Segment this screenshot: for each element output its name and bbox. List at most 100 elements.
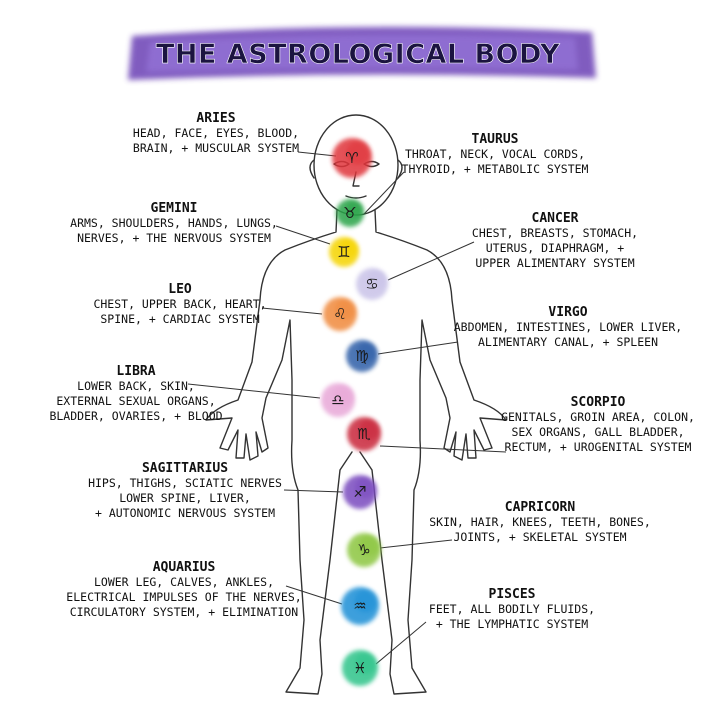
libra-body-parts-line: BLADDER, OVARIES, + BLOOD (49, 409, 222, 423)
capricorn-body-parts-line: JOINTS, + SKELETAL SYSTEM (453, 530, 626, 544)
sagittarius-glyph-icon: ♐ (353, 483, 366, 501)
sign-markers: ♈ ♉ ♊ ♋ ♌ ♍ ♎ ♏ ♐ ♑ ♒ ♓ (321, 138, 388, 686)
leo-body-parts-line: SPINE, + CARDIAC SYSTEM (100, 312, 259, 326)
capricorn-leader-line (379, 539, 453, 549)
sagittarius-color-blob-highlight (354, 477, 376, 498)
virgo-glyph-icon: ♍ (355, 347, 368, 365)
gemini-leader-line (275, 225, 331, 245)
aquarius-color-blob-highlight (354, 589, 378, 613)
virgo-marker: ♍ (346, 340, 378, 372)
capricorn-marker: ♑ (347, 533, 381, 567)
sagittarius-body-parts-line: LOWER SPINE, LIVER, (119, 491, 251, 505)
capricorn-body-parts-line: SKIN, HAIR, KNEES, TEETH, BONES, (429, 515, 651, 529)
capricorn-glyph-icon: ♑ (357, 541, 370, 559)
gemini-marker: ♊ (329, 237, 359, 267)
leo-body-parts-line: CHEST, UPPER BACK, HEART, (93, 297, 266, 311)
aries-leader-line (297, 151, 337, 157)
scorpio-sign-name: SCORPIO (571, 395, 626, 410)
sagittarius-leader-line (283, 489, 344, 493)
cancer-body-parts-line: UPPER ALIMENTARY SYSTEM (475, 256, 634, 270)
taurus-body-parts-line: THROAT, NECK, VOCAL CORDS, (405, 147, 585, 161)
taurus-glyph-icon: ♉ (343, 204, 356, 222)
cancer-leader-line (387, 241, 475, 281)
scorpio-body-parts-line: RECTUM, + UROGENITAL SYSTEM (505, 440, 692, 454)
pisces-sign-name: PISCES (489, 587, 536, 602)
leo-sign-name: LEO (168, 282, 192, 297)
sagittarius-body-parts-line: HIPS, THIGHS, SCIATIC NERVES (88, 476, 282, 490)
cancer-marker: ♋ (356, 268, 388, 300)
libra-glyph-icon: ♎ (331, 391, 344, 409)
cancer-glyph-icon: ♋ (365, 275, 378, 293)
gemini-body-parts-line: ARMS, SHOULDERS, HANDS, LUNGS, (70, 216, 278, 230)
aquarius-body-parts-line: LOWER LEG, CALVES, ANKLES, (94, 575, 274, 589)
cancer-color-blob-highlight (367, 270, 387, 290)
aries-color-blob-highlight (346, 141, 370, 165)
aries-marker: ♈ (332, 138, 372, 178)
virgo-color-blob-highlight (357, 342, 377, 362)
gemini-sign-name: GEMINI (151, 201, 198, 216)
libra-marker: ♎ (321, 383, 355, 417)
aries-sign-name: ARIES (196, 111, 235, 126)
taurus-body-parts-line: THYROID, + METABOLIC SYSTEM (402, 162, 589, 176)
pisces-body-parts-line: + THE LYMPHATIC SYSTEM (436, 617, 588, 631)
leo-leader-line (261, 307, 323, 315)
scorpio-marker: ♏ (347, 417, 381, 451)
gemini-glyph-icon: ♊ (337, 243, 350, 261)
leo-color-blob-highlight (334, 299, 356, 320)
cancer-sign-name: CANCER (532, 211, 579, 226)
libra-leader-line (187, 383, 321, 399)
title-banner-highlight (146, 34, 578, 72)
virgo-leader-line (377, 341, 459, 355)
taurus-marker: ♉ (336, 199, 364, 227)
scorpio-color-blob-highlight (358, 419, 380, 440)
capricorn-color-blob-highlight (358, 535, 380, 556)
leo-glyph-icon: ♌ (333, 305, 346, 323)
sagittarius-sign-name: SAGITTARIUS (142, 461, 228, 476)
aries-body-parts-line: HEAD, FACE, EYES, BLOOD, (133, 126, 299, 140)
aquarius-sign-name: AQUARIUS (153, 560, 216, 575)
aquarius-marker: ♒ (341, 587, 379, 625)
taurus-leader-line (363, 171, 405, 215)
virgo-body-parts-line: ABDOMEN, INTESTINES, LOWER LIVER, (454, 320, 682, 334)
libra-body-parts-line: LOWER BACK, SKIN, (77, 379, 195, 393)
taurus-sign-name: TAURUS (472, 132, 519, 147)
sagittarius-marker: ♐ (343, 475, 377, 509)
cancer-body-parts-line: UTERUS, DIAPHRAGM, + (486, 241, 625, 255)
leader-lines (187, 151, 507, 665)
page-title: THE ASTROLOGICAL BODY (156, 39, 560, 70)
virgo-sign-name: VIRGO (548, 305, 587, 320)
scorpio-body-parts-line: SEX ORGANS, GALL BLADDER, (511, 425, 684, 439)
aries-body-parts-line: BRAIN, + MUSCULAR SYSTEM (133, 141, 299, 155)
pisces-glyph-icon: ♓ (353, 659, 366, 677)
aquarius-glyph-icon: ♒ (353, 597, 366, 615)
aries-glyph-icon: ♈ (345, 149, 358, 167)
scorpio-body-parts-line: GENITALS, GROIN AREA, COLON, (501, 410, 695, 424)
pisces-body-parts-line: FEET, ALL BODILY FLUIDS, (429, 602, 595, 616)
libra-color-blob-highlight (332, 385, 354, 406)
cancer-body-parts-line: CHEST, BREASTS, STOMACH, (472, 226, 638, 240)
aquarius-body-parts-line: ELECTRICAL IMPULSES OF THE NERVES, (66, 590, 301, 604)
gemini-body-parts-line: NERVES, + THE NERVOUS SYSTEM (77, 231, 271, 245)
scorpio-glyph-icon: ♏ (357, 425, 371, 443)
gemini-color-blob-highlight (339, 239, 358, 258)
libra-sign-name: LIBRA (116, 364, 155, 379)
libra-body-parts-line: EXTERNAL SEXUAL ORGANS, (56, 394, 215, 408)
aquarius-body-parts-line: CIRCULATORY SYSTEM, + ELIMINATION (70, 605, 299, 619)
aquarius-leader-line (285, 585, 343, 605)
leo-marker: ♌ (323, 297, 357, 331)
pisces-color-blob-highlight (354, 652, 377, 675)
